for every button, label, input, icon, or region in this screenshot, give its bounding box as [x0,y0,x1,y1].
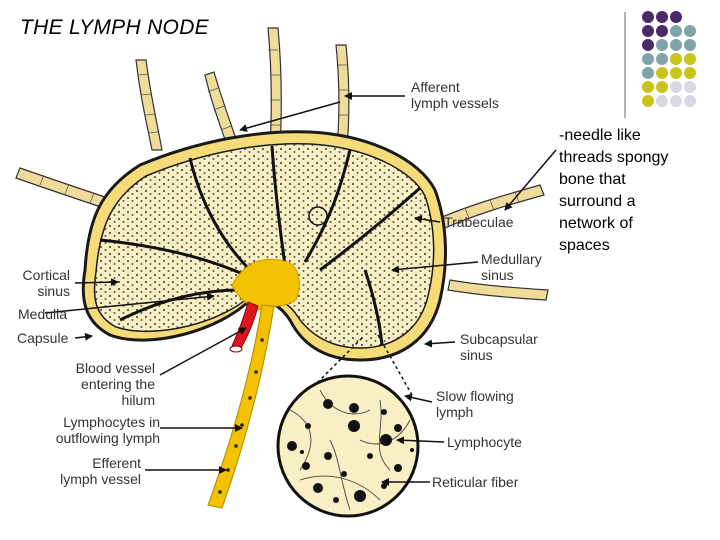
label-line: Capsule [17,330,69,346]
label-lymphocyte: Lymphocyte [447,434,522,450]
palette-dot [670,11,682,23]
efferent-lymph-vessel [207,304,275,509]
note-line: surround a [559,193,636,210]
label-line: Lymphocyte [447,434,522,450]
label-afferent-lymph-vessels: Afferent lymph vessels [411,79,499,111]
label-line: Subcapsular [460,331,538,347]
label-line: sinus [481,267,514,283]
label-cortical-sinus: Cortical sinus [10,267,70,299]
palette-dot [656,25,668,37]
palette-dot [684,39,696,51]
label-line: entering the [81,376,155,392]
label-reticular-fiber: Reticular fiber [432,474,518,490]
label-line: Reticular fiber [432,474,519,490]
palette-dot [642,11,654,23]
label-capsule: Capsule [17,330,68,346]
label-line: sinus [37,283,70,299]
label-efferent-lymph-vessel: Efferent lymph vessel [35,455,141,487]
label-line: Trabeculae [444,214,514,230]
annotation-note: -needle like threads spongy bone that su… [559,125,709,257]
palette-dot [642,25,654,37]
magnified-sinus [276,374,420,518]
label-blood-vessel: Blood vessel entering the hilum [40,360,155,408]
label-line: Slow flowing [436,388,514,404]
palette-dot [642,67,654,79]
label-line: Blood vessel [75,360,155,376]
palette-dot [670,53,682,65]
label-line: Medullary [481,251,542,267]
label-line: Afferent [411,79,460,95]
palette-dot [656,53,668,65]
palette-dot [656,67,668,79]
label-lymphocytes-outflowing: Lymphocytes in outflowing lymph [30,414,160,446]
palette-dot [656,11,668,23]
palette-dot [670,39,682,51]
note-line: bone that [559,171,626,188]
note-line: spaces [559,237,610,254]
palette-dot [656,81,668,93]
sinus-lymphocytes [287,399,414,503]
note-line: -needle like [559,127,641,144]
label-line: Lymphocytes in [63,414,160,430]
label-slow-flowing-lymph: Slow flowing lymph [436,388,514,420]
palette-dot [670,25,682,37]
label-line: lymph vessel [60,471,141,487]
palette-dot [670,95,682,107]
label-line: lymph vessels [411,95,499,111]
palette-dot [642,39,654,51]
palette-dot [684,25,696,37]
palette-dot [684,67,696,79]
palette-dot [670,67,682,79]
label-medulla: Medulla [18,306,67,322]
color-palette-decoration [642,11,696,107]
label-line: Efferent [92,455,141,471]
vessel-segment-lines [39,49,520,219]
palette-dot [684,81,696,93]
outflowing-lymphocytes [218,338,264,494]
label-subcapsular-sinus: Subcapsular sinus [460,331,538,363]
label-medullary-sinus: Medullary sinus [481,251,542,283]
label-line: Cortical [22,267,70,283]
label-line: lymph [436,404,474,420]
palette-dot [684,95,696,107]
label-line: sinus [460,347,493,363]
palette-dot [670,81,682,93]
slide-title: THE LYMPH NODE [20,16,209,39]
blood-vessel-opening [229,345,243,353]
palette-dot [642,95,654,107]
label-trabeculae: Trabeculae [444,214,514,230]
palette-dot [656,95,668,107]
note-line: threads spongy [559,149,669,166]
cortex-follicle-circle [308,206,328,226]
label-line: Medulla [18,306,68,322]
leader-lines [44,92,557,486]
label-line: hilum [121,392,155,408]
palette-dot [642,81,654,93]
palette-dot [642,53,654,65]
label-line: outflowing lymph [55,430,160,446]
trabeculae [99,145,422,346]
palette-dot [684,53,696,65]
palette-dot [656,39,668,51]
note-line: network of [559,215,633,232]
